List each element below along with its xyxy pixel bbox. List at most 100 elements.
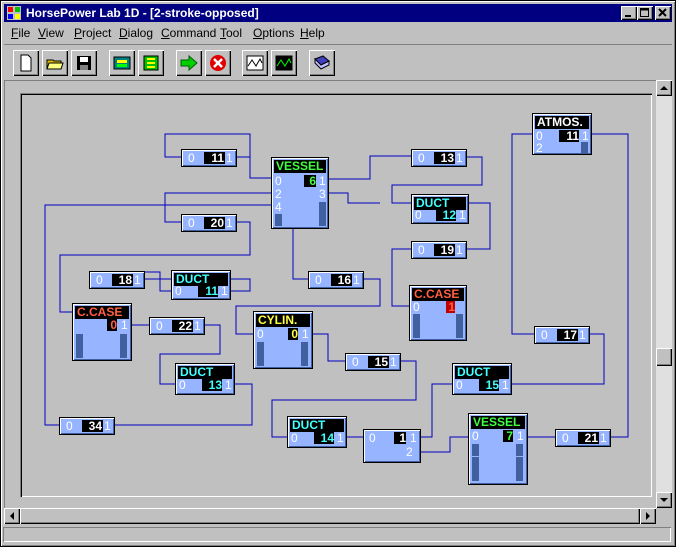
duct-label: DUCT [414, 197, 466, 210]
pipe-node-20[interactable]: 0 20 1 [181, 214, 237, 232]
pipe-node-11[interactable]: 0 11 1 [181, 149, 237, 167]
vertical-scrollbar[interactable] [656, 80, 672, 508]
menu-tool[interactable]: Tool [220, 26, 243, 40]
port-slot [257, 342, 264, 354]
vessel-label: VESSEL [471, 416, 525, 429]
status-field-main [3, 527, 671, 542]
status-bar [3, 526, 671, 543]
scope-graph-icon [275, 55, 293, 71]
arrow-down-icon [660, 498, 668, 502]
duct-label: DUCT [455, 366, 509, 379]
ccase-label: C.CASE [412, 288, 464, 301]
open-button[interactable] [42, 50, 68, 76]
pipe-node-13[interactable]: 0 13 1 [411, 149, 467, 167]
save-disk-icon [77, 56, 91, 70]
vessel-component-7[interactable]: VESSEL 0 7 1 [468, 413, 528, 485]
vessel-component-6[interactable]: VESSEL 0 6 1 2 3 4 [271, 157, 329, 229]
menu-view[interactable]: View [38, 26, 64, 40]
duct-component-14[interactable]: DUCT 0 14 1 [287, 416, 347, 448]
graph-icon [246, 55, 264, 71]
pipe-node-17[interactable]: 0 17 1 [534, 326, 590, 344]
menu-command[interactable]: Command [161, 26, 217, 40]
run-button[interactable] [176, 50, 202, 76]
scroll-up-button[interactable] [656, 80, 672, 96]
port-slot [275, 214, 282, 226]
toolbar [4, 44, 672, 84]
port-slot [472, 457, 479, 469]
port-slot [413, 326, 420, 338]
duct-label: DUCT [174, 273, 228, 286]
horizontal-scrollbar[interactable] [4, 508, 656, 524]
port-slot [120, 334, 127, 346]
arrow-left-icon [10, 512, 14, 520]
junction-component[interactable]: 0 1 1 2 [363, 429, 421, 463]
graph-button[interactable] [242, 50, 268, 76]
components-icon [113, 56, 131, 70]
pipe-node-18[interactable]: 0 18 1 [89, 271, 145, 289]
port-slot [581, 142, 588, 154]
connect-icon [143, 55, 159, 71]
close-button[interactable] [655, 6, 671, 20]
port-slot [456, 326, 463, 338]
help-book-icon [314, 55, 330, 70]
pipe-node-16[interactable]: 0 16 1 [308, 271, 364, 289]
new-button[interactable] [13, 50, 39, 76]
duct-component-13[interactable]: DUCT 0 13 1 [175, 363, 235, 395]
menu-file[interactable]: File [11, 26, 31, 40]
duct-component-11[interactable]: DUCT 0 11 1 [171, 270, 231, 300]
restore-button[interactable] [637, 6, 653, 20]
port-slot [413, 314, 420, 326]
duct-component-12[interactable]: DUCT 0 12 1 [411, 194, 469, 224]
scroll-left-button[interactable] [4, 508, 20, 524]
crankcase-component-0[interactable]: C.CASE 0 1 [72, 303, 132, 361]
menu-options[interactable]: Options [253, 26, 295, 40]
port-slot [301, 342, 308, 354]
restore-icon [640, 8, 649, 17]
scope-button[interactable] [271, 50, 297, 76]
port-slot [120, 346, 127, 358]
window-title: HorsePower Lab 1D - [2-stroke-opposed] [26, 6, 259, 20]
save-button[interactable] [71, 50, 97, 76]
minimize-icon [625, 15, 631, 17]
duct-label: DUCT [290, 419, 344, 432]
ccase-label: C.CASE [75, 306, 129, 319]
vessel-label: VESSEL [274, 160, 326, 173]
connect-button[interactable] [138, 50, 164, 76]
crankcase-component-1[interactable]: C.CASE 1 0 [409, 285, 467, 341]
pipe-node-15[interactable]: 0 15 1 [345, 353, 401, 371]
cylinder-component[interactable]: CYLIN. 0 0 1 [253, 311, 313, 369]
port-slot [516, 444, 523, 456]
help-button[interactable] [309, 50, 335, 76]
menu-help[interactable]: Help [300, 26, 325, 40]
scroll-right-button[interactable] [640, 508, 656, 524]
vertical-scroll-thumb[interactable] [656, 348, 672, 366]
port-slot [301, 354, 308, 366]
port-slot [319, 202, 326, 214]
components-button[interactable] [109, 50, 135, 76]
atmosphere-component[interactable]: ATMOS. 0 11 1 2 [532, 113, 592, 155]
duct-component-15[interactable]: DUCT 0 15 1 [452, 363, 512, 395]
stop-button[interactable] [205, 50, 231, 76]
pipe-node-22[interactable]: 0 22 1 [149, 317, 205, 335]
pipe-node-21[interactable]: 0 21 1 [555, 429, 611, 447]
minimize-button[interactable] [621, 6, 637, 20]
app-icon [7, 6, 21, 20]
open-folder-icon [46, 59, 64, 70]
menu-project[interactable]: Project [74, 26, 112, 40]
run-arrow-icon [180, 54, 198, 72]
arrow-right-icon [646, 512, 650, 520]
title-bar: HorsePower Lab 1D - [2-stroke-opposed] [4, 4, 672, 22]
new-file-icon [20, 54, 32, 72]
port-slot [76, 346, 83, 358]
pipe-node-19[interactable]: 0 19 1 [411, 241, 467, 259]
port-slot [472, 469, 479, 481]
atmos-label: ATMOS. [535, 116, 589, 129]
pipe-node-34[interactable]: 0 34 1 [59, 417, 115, 435]
horizontal-scroll-thumb[interactable] [20, 508, 640, 524]
port-slot [516, 469, 523, 481]
port-slot [76, 334, 83, 346]
menu-dialog[interactable]: Dialog [119, 26, 154, 40]
scroll-down-button[interactable] [656, 492, 672, 508]
stop-icon [210, 55, 226, 71]
